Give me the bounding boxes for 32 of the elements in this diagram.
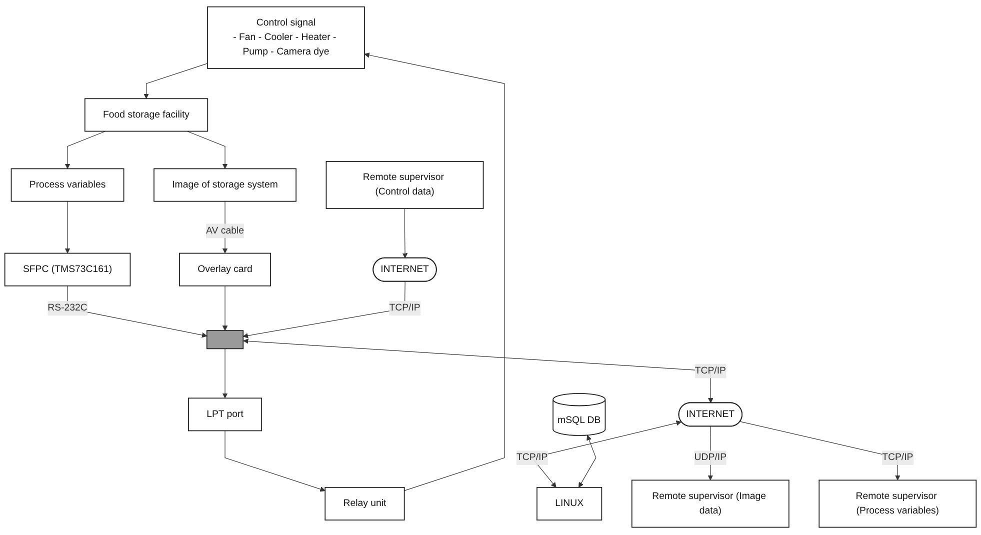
arrow <box>402 208 408 259</box>
arrow <box>222 286 228 332</box>
arrow <box>64 201 70 254</box>
node-box: Overlay card <box>179 253 271 287</box>
arrow <box>64 131 106 170</box>
arrow <box>243 338 714 404</box>
edge-label: TCP/IP <box>882 452 914 464</box>
edge-label: AV cable <box>206 226 244 236</box>
edge-label: TCP/IP <box>516 452 548 464</box>
arrow <box>242 282 406 339</box>
node-box: Remote supervisor (Control data) <box>326 161 484 210</box>
arrow <box>578 436 596 488</box>
edge-label: TCP/IP <box>389 303 420 314</box>
arrow <box>364 52 505 492</box>
node-box: LINUX <box>536 487 602 521</box>
node-box: Remote supervisor (Process variables) <box>818 480 977 528</box>
arrow <box>144 64 208 100</box>
node-box: Remote supervisor (Image data) <box>631 480 790 528</box>
node-box: Control signal - Fan - Cooler - Heater - Pump - Camera dye <box>207 6 365 70</box>
node-box: Image of storage system <box>154 168 296 202</box>
node-box <box>206 330 244 350</box>
edge-label: UDP/IP <box>694 452 727 464</box>
node-box: SFPC (TMS73C161) <box>4 253 131 287</box>
node-box: LPT port <box>188 398 262 432</box>
edge-label: RS-232C <box>48 303 88 314</box>
arrow <box>186 131 228 170</box>
arrow <box>224 430 326 492</box>
edge-label: TCP/IP <box>694 366 726 376</box>
node-box: Process variables <box>10 168 124 202</box>
node-box: Food storage facility <box>84 98 208 132</box>
node-box: Relay unit <box>324 487 405 521</box>
arrow <box>222 348 228 399</box>
